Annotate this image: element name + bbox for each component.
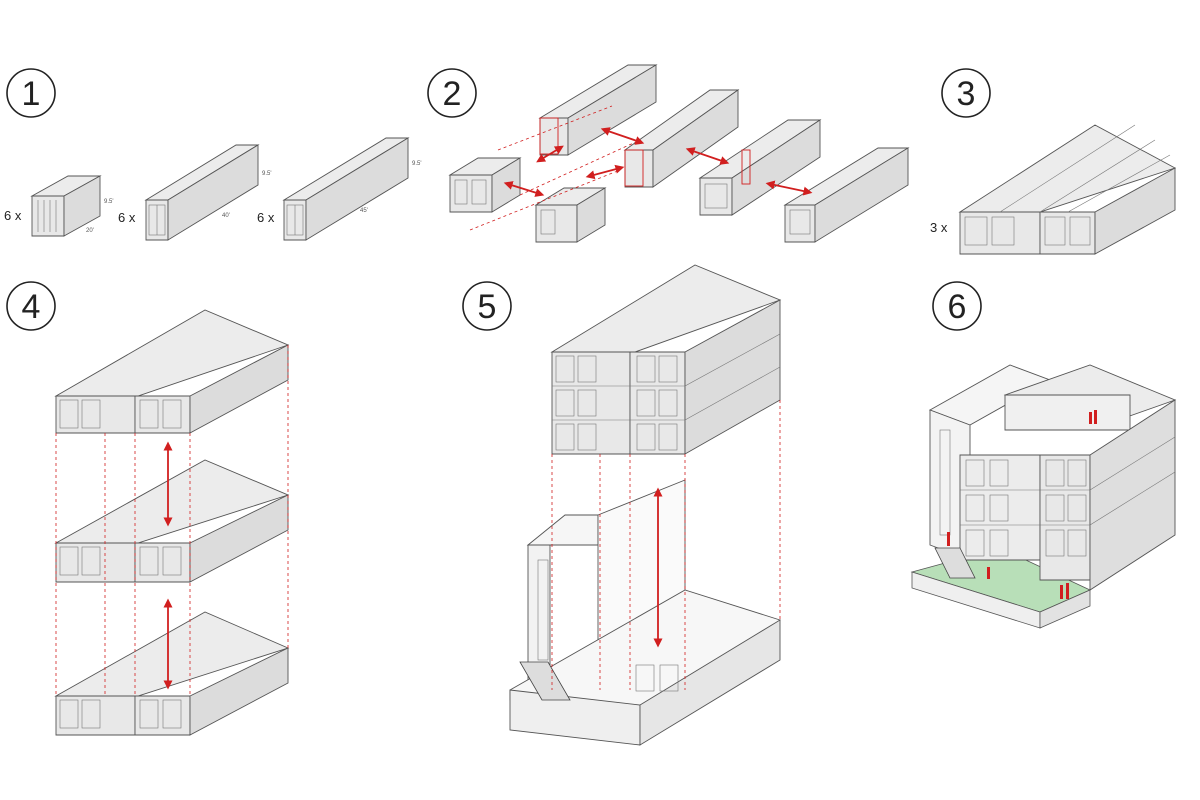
container-40ft — [144, 144, 260, 241]
svg-text:4: 4 — [22, 288, 41, 326]
step-2-module-assembly — [448, 64, 910, 243]
svg-text:2: 2 — [443, 75, 462, 113]
dim-20ft-length: 20' — [86, 228, 94, 234]
step-1-number: 1 — [6, 68, 56, 118]
svg-text:5: 5 — [478, 288, 497, 326]
dim-45ft-length: 45' — [360, 208, 368, 214]
multiplier-40ft: 6 x — [118, 210, 136, 225]
dim-20ft-height: 9.5' — [104, 199, 114, 205]
multiplier-45ft: 6 x — [257, 210, 275, 225]
step-4-number: 4 — [6, 281, 56, 331]
step-2-number: 2 — [427, 68, 477, 118]
svg-text:1: 1 — [22, 75, 41, 113]
step-3-combined-module: 3 x — [930, 124, 1177, 255]
step-1-containers: 6 x 9.5' 20' 6 x 9.5' 40' 6 x 9.5' 45' — [4, 137, 422, 241]
multiplier-20ft: 6 x — [4, 208, 22, 223]
dim-45ft-height: 9.5' — [412, 161, 422, 167]
svg-text:6: 6 — [948, 288, 967, 326]
person-figures — [947, 410, 1097, 599]
dim-40ft-length: 40' — [222, 213, 230, 219]
step-4-stacking — [54, 309, 290, 736]
step-6-number: 6 — [932, 281, 982, 331]
step-3-number: 3 — [941, 68, 991, 118]
step-5-placement — [509, 264, 782, 746]
svg-text:3: 3 — [957, 75, 976, 113]
step-6-final-building — [910, 364, 1177, 629]
multiplier-combined: 3 x — [930, 220, 948, 235]
dim-40ft-height: 9.5' — [262, 171, 272, 177]
container-45ft — [282, 137, 410, 241]
step-5-number: 5 — [462, 281, 512, 331]
container-20ft — [30, 175, 102, 237]
